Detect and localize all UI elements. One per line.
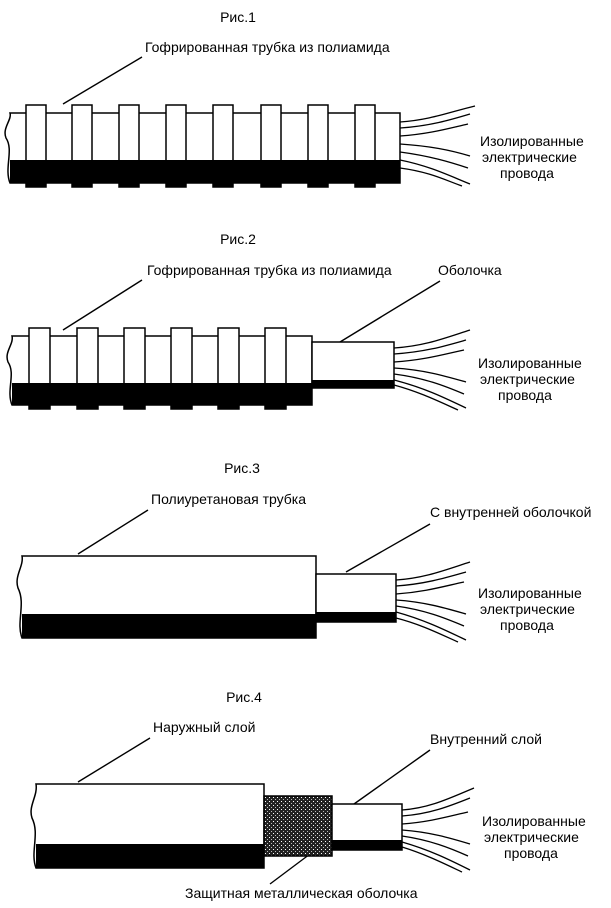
inner-layer (331, 803, 403, 851)
figure-3-sheath-leader (345, 523, 431, 573)
polyurethane-tube (16, 555, 317, 639)
figure-2-wires-label-line-2: электрические (480, 371, 575, 387)
figure-4-shield-label: Защитная металлическая оболочка (185, 885, 418, 901)
figure-4-wires-label-line-2: электрические (484, 829, 579, 845)
outer-layer (30, 783, 265, 869)
figure-1-tube-label: Гофрированная трубка из полиамида (145, 39, 390, 55)
figure-1-wires-label-line-3: провода (500, 165, 554, 181)
inner-sheath-2 (311, 341, 395, 389)
figure-3: Рис.3 Полиуретановая трубка С внутренней… (16, 460, 591, 643)
corrugation-rib-shadows-2 (29, 383, 286, 409)
figure-2-tube-leader (62, 279, 143, 331)
figure-2-wires-label-line-1: Изолированные (478, 355, 582, 371)
insulated-wires-4 (401, 787, 475, 873)
figure-3-wires-label-line-2: электрические (480, 601, 575, 617)
figure-3-tube-label: Полиуретановая трубка (151, 491, 306, 507)
figure-4-wires-label-line-3: провода (504, 845, 558, 861)
figure-2-sheath-label: Оболочка (438, 262, 502, 278)
figure-4-wires-label-line-1: Изолированные (482, 813, 586, 829)
figure-3-wires-label-line-3: провода (500, 617, 554, 633)
figure-1-title: Рис.1 (220, 9, 256, 25)
figure-3-tube-leader (77, 509, 149, 555)
figure-4-inner-leader (353, 749, 431, 805)
corrugated-tube-1 (4, 104, 401, 188)
figure-4-inner-label: Внутренний слой (430, 731, 542, 747)
figure-1-wires-label-line-2: электрические (482, 149, 577, 165)
figure-4-outer-leader (77, 737, 151, 783)
figure-1-wires-label-line-1: Изолированные (480, 133, 584, 149)
insulated-wires-2 (393, 329, 471, 411)
figure-4-title: Рис.4 (226, 689, 262, 705)
figure-2-tube-label: Гофрированная трубка из полиамида (147, 262, 392, 278)
corrugation-rib-shadows-1 (26, 160, 375, 187)
figure-1: Рис.1 Гофрированная трубка из полиамида (4, 9, 584, 188)
insulated-wires-3 (395, 561, 471, 643)
figure-3-wires-label-line-1: Изолированные (478, 585, 582, 601)
figure-4-outer-label: Наружный слой (153, 719, 255, 735)
figure-3-title: Рис.3 (224, 460, 260, 476)
corrugated-tube-2 (6, 327, 313, 410)
figure-2: Рис.2 Гофрированная трубка из полиамида … (6, 231, 582, 411)
figure-2-wires-label-line-3: провода (498, 387, 552, 403)
insulated-wires-1 (399, 105, 476, 187)
inner-sheath-3 (315, 573, 397, 623)
figure-2-title: Рис.2 (220, 231, 256, 247)
figure-1-tube-leader (62, 56, 143, 105)
figure-4: Рис.4 Наружный слой Внутренний слой Защи… (30, 689, 586, 901)
metallic-shield (263, 795, 333, 857)
figure-2-sheath-leader (339, 280, 441, 343)
figure-3-sheath-label: С внутренней оболочкой (430, 504, 591, 520)
